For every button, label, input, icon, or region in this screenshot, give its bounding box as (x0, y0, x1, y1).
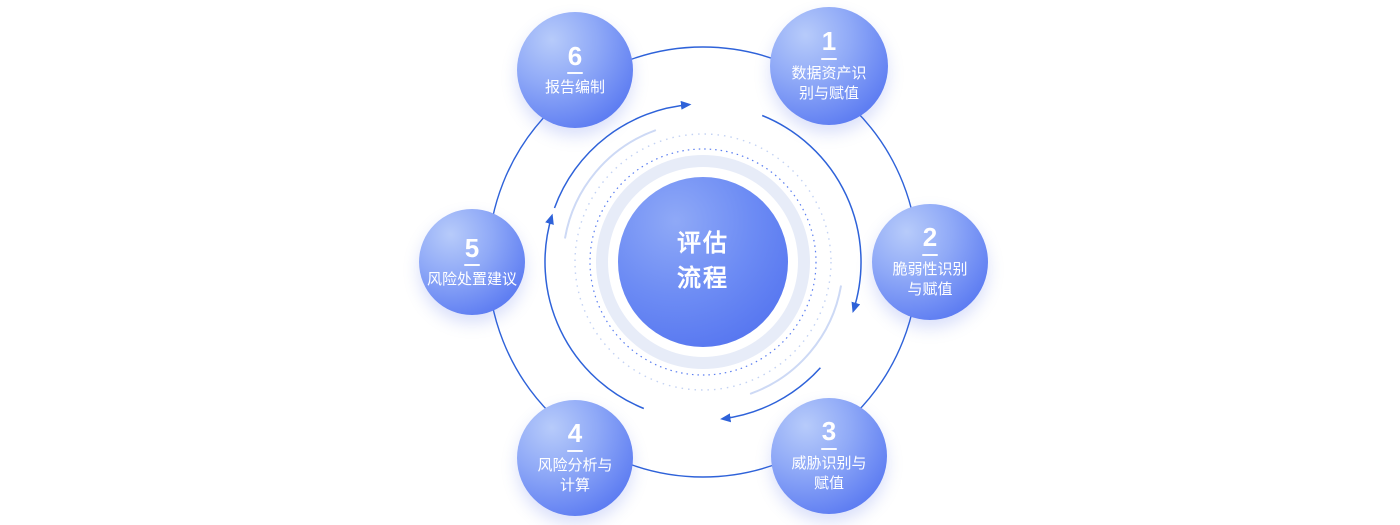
dotted-ring-outer (574, 133, 832, 391)
center-label-line-1: 评估 (677, 230, 729, 258)
center-circle: 评估 流程 (618, 177, 788, 347)
step-4-label: 风险分析与 计算 (537, 456, 612, 497)
step-5-label-line-1: 风险处置建议 (426, 271, 517, 289)
flow-arrow-left-to-top (553, 100, 692, 209)
step-5-label: 风险处置建议 (427, 270, 517, 290)
step-1-number-underline (821, 58, 837, 61)
flow-arrow-right-to-bottom (720, 367, 821, 423)
step-node-6: 6 报告编制 (517, 12, 633, 128)
step-3-label-line-2: 赋值 (813, 475, 844, 493)
step-2-label: 脆弱性识别 与赋值 (892, 260, 967, 301)
step-1-label: 数据资产识 别与赋值 (791, 64, 866, 105)
step-3-number: 3 (821, 416, 837, 447)
decorative-arc-lower-right (749, 285, 842, 395)
step-1-label-line-2: 别与赋值 (798, 85, 859, 103)
step-4-number: 4 (567, 418, 583, 449)
step-5-number: 5 (464, 232, 480, 263)
step-4-label-line-2: 计算 (559, 477, 590, 495)
step-1-label-line-1: 数据资产识 (791, 65, 867, 83)
step-6-label-line-1: 报告编制 (544, 79, 605, 97)
step-node-5: 5 风险处置建议 (419, 209, 525, 315)
step-node-4: 4 风险分析与 计算 (517, 400, 633, 516)
step-3-label-line-1: 威胁识别与 (791, 455, 867, 473)
step-4-number-underline (567, 450, 583, 453)
step-node-2: 2 脆弱性识别 与赋值 (872, 204, 988, 320)
center-label-line-2: 流程 (677, 265, 729, 292)
flow-arrow-bottom-to-left (544, 213, 645, 410)
step-2-number: 2 (922, 222, 938, 253)
step-3-label: 威胁识别与 赋值 (791, 454, 866, 495)
step-3-number-underline (821, 448, 837, 451)
step-1-number: 1 (821, 26, 837, 57)
step-2-number-underline (922, 254, 938, 257)
dotted-ring-inner (589, 148, 817, 376)
step-4-label-line-1: 风险分析与 (537, 457, 613, 475)
step-5-number-underline (464, 264, 480, 267)
step-6-number-underline (567, 72, 583, 75)
flow-arrow-top-to-right (761, 114, 862, 313)
step-node-3: 3 威胁识别与 赋值 (771, 398, 887, 514)
decorative-arc-upper-left (564, 129, 657, 239)
step-node-1: 1 数据资产识 别与赋值 (770, 7, 888, 125)
step-2-label-line-2: 与赋值 (907, 281, 953, 299)
step-6-number: 6 (567, 40, 583, 71)
step-2-label-line-1: 脆弱性识别 (892, 261, 968, 279)
step-6-label: 报告编制 (545, 78, 605, 98)
